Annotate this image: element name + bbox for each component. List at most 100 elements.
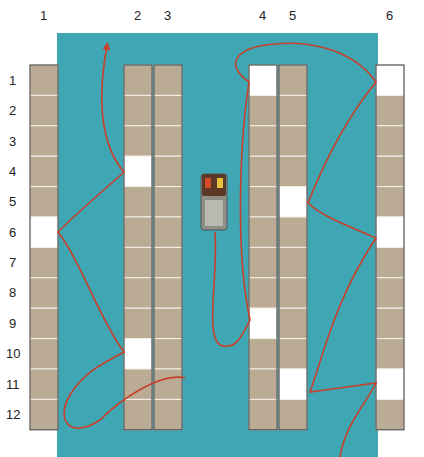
row-number: 8 [9, 286, 16, 299]
parking-space [154, 187, 182, 217]
parking-space [124, 95, 152, 125]
row-number: 7 [9, 256, 16, 269]
parking-space [279, 278, 307, 308]
row-number: 9 [9, 317, 16, 330]
parking-space [30, 217, 58, 247]
parking-space [279, 126, 307, 156]
route-line [58, 46, 185, 428]
vehicle [201, 174, 227, 230]
parking-space [124, 278, 152, 308]
parking-space [30, 308, 58, 338]
column-number: 3 [164, 9, 171, 22]
parking-space [376, 308, 404, 338]
parking-space [279, 65, 307, 95]
row-number: 2 [9, 104, 16, 117]
parking-space [249, 339, 277, 369]
parking-space [376, 247, 404, 277]
parking-space [279, 95, 307, 125]
parking-space [376, 278, 404, 308]
parking-space [249, 278, 277, 308]
space-row-outline [279, 65, 307, 430]
parking-space [279, 369, 307, 399]
parking-space [376, 95, 404, 125]
parking-space [249, 126, 277, 156]
space-row-outline [249, 65, 277, 430]
parking-space [124, 308, 152, 338]
parking-space [154, 369, 182, 399]
row-number: 1 [9, 74, 16, 87]
row-number: 6 [9, 226, 16, 239]
parking-space [30, 126, 58, 156]
parking-space [124, 126, 152, 156]
parking-space [279, 217, 307, 247]
space-row-outline [124, 65, 152, 430]
column-number: 2 [134, 9, 141, 22]
space-row-outline [376, 65, 404, 430]
route-line [213, 43, 376, 457]
space-row-outline [154, 65, 182, 430]
parking-space [154, 156, 182, 186]
parking-space [154, 399, 182, 429]
parking-space [279, 247, 307, 277]
parking-space [30, 339, 58, 369]
parking-space [154, 65, 182, 95]
column-number: 1 [40, 9, 47, 22]
column-number: 4 [259, 9, 266, 22]
parking-space [279, 187, 307, 217]
parking-space [376, 339, 404, 369]
row-number: 10 [6, 347, 20, 360]
parking-space [249, 156, 277, 186]
parking-space [376, 126, 404, 156]
parking-space [154, 217, 182, 247]
parking-space [124, 65, 152, 95]
parking-space [249, 95, 277, 125]
parking-space [376, 217, 404, 247]
parking-space [376, 399, 404, 429]
row-number: 12 [6, 408, 20, 421]
parking-space [376, 187, 404, 217]
parking-space [154, 339, 182, 369]
parking-space [154, 308, 182, 338]
parking-space [279, 399, 307, 429]
parking-space [376, 156, 404, 186]
column-number: 5 [289, 9, 296, 22]
parking-space [249, 399, 277, 429]
parking-space [376, 369, 404, 399]
parking-space [30, 187, 58, 217]
parking-space [154, 247, 182, 277]
parking-space [124, 369, 152, 399]
parking-space [124, 247, 152, 277]
parking-space [249, 369, 277, 399]
row-number: 4 [9, 165, 16, 178]
lot-surface [57, 33, 378, 457]
row-number: 5 [9, 195, 16, 208]
parking-space [249, 187, 277, 217]
parking-space [30, 65, 58, 95]
parking-space [279, 156, 307, 186]
column-number: 6 [386, 9, 393, 22]
parking-space [30, 369, 58, 399]
parking-space [154, 126, 182, 156]
parking-space [249, 247, 277, 277]
parking-space [249, 217, 277, 247]
row-number: 3 [9, 135, 16, 148]
parking-space [30, 399, 58, 429]
parking-space [154, 278, 182, 308]
parking-space [124, 156, 152, 186]
parking-space [124, 217, 152, 247]
parking-space [124, 187, 152, 217]
parking-space [376, 65, 404, 95]
parking-space [279, 308, 307, 338]
parking-space [30, 95, 58, 125]
parking-space [124, 399, 152, 429]
row-number: 11 [6, 378, 20, 391]
parking-space [249, 65, 277, 95]
parking-space [30, 247, 58, 277]
space-row-outline [30, 65, 58, 430]
parking-space [279, 339, 307, 369]
parking-space [30, 278, 58, 308]
parking-space [30, 156, 58, 186]
parking-space [154, 95, 182, 125]
